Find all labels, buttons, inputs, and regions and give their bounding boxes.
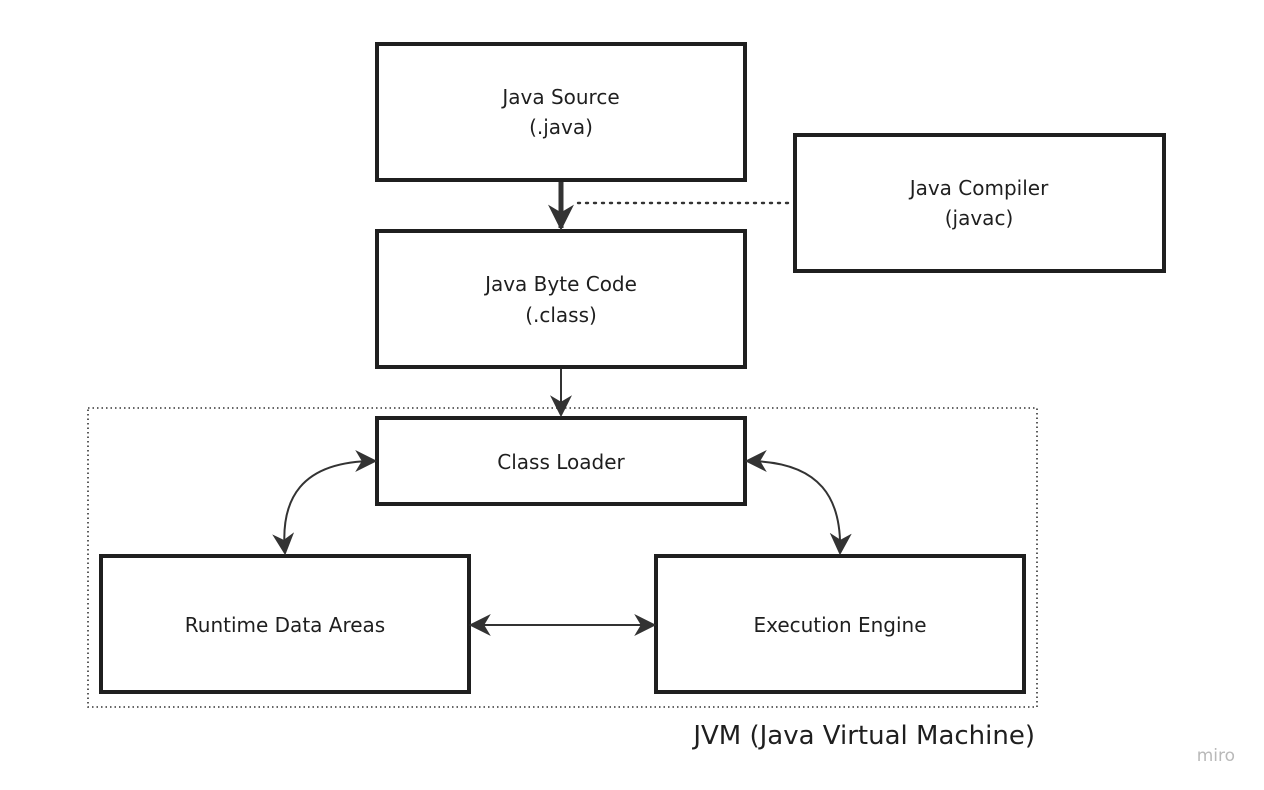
miro-watermark: miro: [1197, 746, 1235, 766]
java-byte-code-title: Java Byte Code: [483, 272, 637, 296]
java-compiler-command: (javac): [945, 206, 1014, 230]
class-loader-node: Class Loader: [375, 416, 747, 506]
class-loader-label: Class Loader: [497, 450, 625, 474]
java-compiler-title: Java Compiler: [908, 176, 1049, 200]
classloader-execution-arrow: [744, 450, 852, 556]
java-source-title: Java Source: [500, 85, 619, 109]
java-source-node: Java Source (.java): [375, 42, 747, 182]
java-byte-code-node: Java Byte Code (.class): [375, 229, 747, 369]
java-source-extension: (.java): [529, 115, 593, 139]
execution-engine-label: Execution Engine: [753, 613, 926, 637]
runtime-data-areas-node: Runtime Data Areas: [99, 554, 471, 694]
execution-engine-node: Execution Engine: [654, 554, 1026, 694]
classloader-runtime-arrow: [272, 450, 378, 556]
jvm-group-label: JVM (Java Virtual Machine): [691, 721, 1035, 751]
java-compiler-node: Java Compiler (javac): [793, 133, 1166, 273]
runtime-data-areas-label: Runtime Data Areas: [185, 613, 385, 637]
java-byte-code-extension: (.class): [525, 303, 597, 327]
jvm-group-boundary: [87, 407, 1038, 708]
